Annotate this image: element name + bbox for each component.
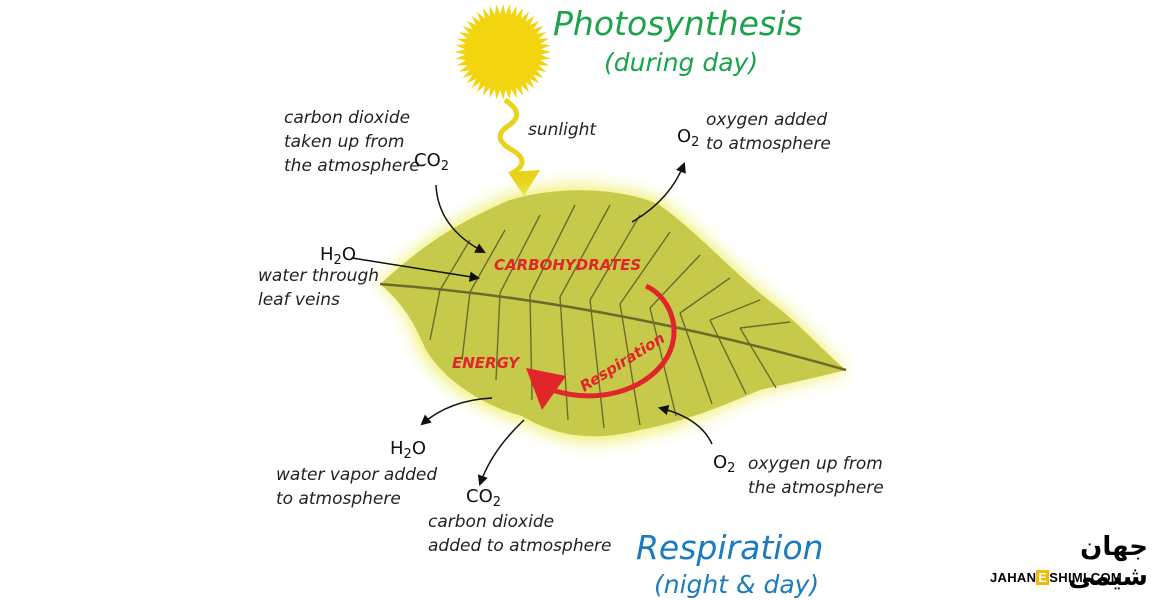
sunlight-arrowhead xyxy=(508,170,540,196)
respiration-arrowhead xyxy=(526,368,566,410)
o2-top-formula: O2 xyxy=(677,126,700,150)
co2-top-formula: CO2 xyxy=(414,150,450,174)
h2o-in-arrow xyxy=(351,257,481,282)
carbohydrates-label: CARBOHYDRATES xyxy=(494,256,642,274)
o2-uptake-label: oxygen up from the atmosphere xyxy=(748,454,884,498)
water-in-label: water through leaf veins xyxy=(258,266,380,310)
sunlight-label: sunlight xyxy=(528,120,597,140)
energy-label: ENERGY xyxy=(452,354,520,372)
o2-in-arrow xyxy=(657,404,713,445)
leaf-veins xyxy=(379,204,847,429)
water-vapor-label: water vapor added to atmosphere xyxy=(276,465,438,509)
h2o-out-arrow xyxy=(420,397,493,426)
sun-rays xyxy=(455,4,551,100)
co2-uptake-label: carbon dioxide taken up from the atmosph… xyxy=(284,108,420,176)
logo-persian-text: جهان شیمی xyxy=(1068,532,1148,592)
photosynthesis-title: Photosynthesis xyxy=(553,4,803,43)
h2o-out-formula: H2O xyxy=(390,438,426,462)
sun-icon xyxy=(455,4,551,100)
respiration-subtitle: (night & day) xyxy=(654,570,820,599)
flow-arrows xyxy=(351,162,713,486)
respiration-cycle-arrow xyxy=(551,283,677,399)
co2-in-arrow xyxy=(435,184,486,253)
co2-out-arrow xyxy=(477,419,525,486)
sunlight-arrow xyxy=(497,97,525,182)
o2-added-label: oxygen added to atmosphere xyxy=(706,110,831,154)
h2o-in-formula: H2O xyxy=(320,244,356,268)
o2-bottom-formula: O2 xyxy=(713,452,736,476)
o2-out-arrow xyxy=(631,162,686,223)
photosynthesis-subtitle: (during day) xyxy=(604,48,759,77)
co2-bottom-formula: CO2 xyxy=(466,486,502,510)
co2-added-label: carbon dioxide added to atmosphere xyxy=(428,512,612,556)
respiration-title: Respiration xyxy=(636,528,824,567)
